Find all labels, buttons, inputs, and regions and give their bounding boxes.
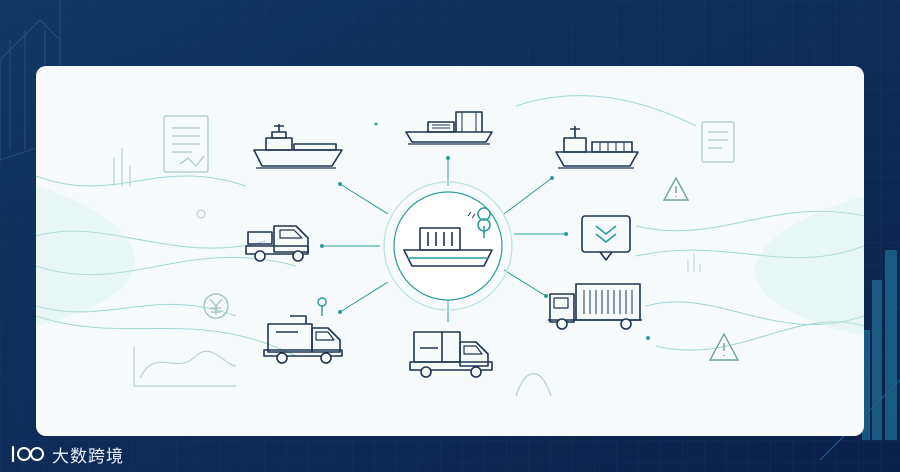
warning-icon-lower	[708, 332, 740, 361]
wave-lines	[36, 95, 864, 357]
bar-chart-icon-right	[687, 254, 701, 272]
central-ship-hub-icon	[376, 174, 520, 318]
container-truck-icon	[548, 283, 642, 330]
brand-logo-icon	[11, 445, 44, 463]
container-ship-icon	[555, 126, 639, 169]
brand-watermark: 大数跨境	[10, 442, 124, 467]
cargo-ship-icon	[253, 124, 343, 169]
logistics-network-illustration	[36, 95, 864, 397]
yen-icon	[203, 293, 229, 319]
dot-icon	[196, 209, 206, 219]
wave-wash-left	[36, 186, 135, 326]
download-screen-icon	[581, 215, 631, 261]
document-icon	[163, 115, 209, 173]
chart-line-icon	[133, 346, 237, 387]
crane-barge-icon	[405, 111, 493, 145]
connector-dots	[320, 122, 650, 340]
wave-wash-right	[755, 196, 864, 336]
document-icon-right	[701, 121, 735, 163]
bar-chart-icon	[113, 148, 131, 186]
flatbed-truck-icon	[245, 225, 309, 262]
logistics-illustration-card	[36, 66, 864, 436]
chart-line-icon-right	[515, 373, 552, 397]
box-truck-icon	[263, 297, 343, 364]
warning-icon	[662, 176, 690, 201]
brand-name: 大数跨境	[52, 446, 124, 467]
delivery-truck-icon	[409, 331, 493, 378]
